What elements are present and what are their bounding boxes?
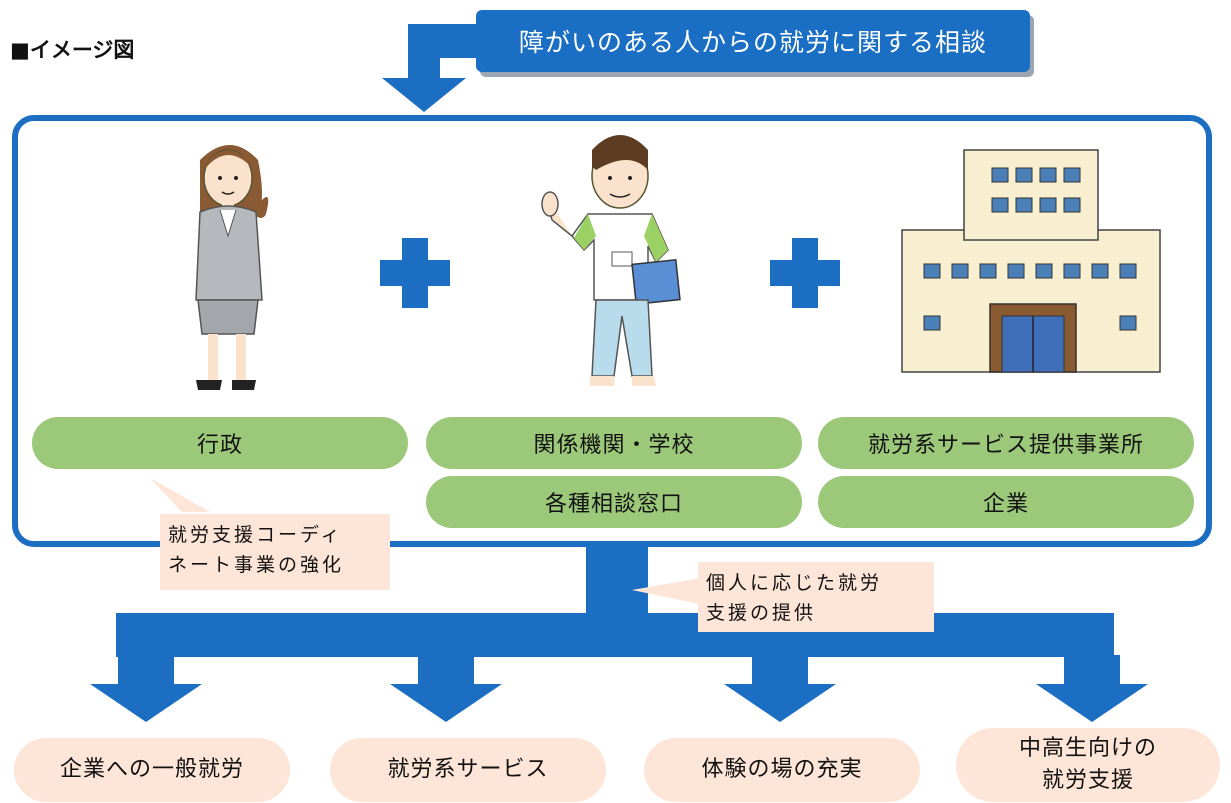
outcome-youth-support: 中高生向けの 就労支援: [956, 728, 1220, 802]
note-individual-support: 個人に応じた就労 支援の提供: [698, 562, 934, 632]
stem-connector: [586, 547, 648, 613]
page-heading: ■イメージ図: [10, 38, 135, 62]
note-tail-coordinator: [150, 478, 210, 512]
note-line: 支援の提供: [706, 602, 817, 624]
box-related-agencies: 関係機関・学校: [426, 417, 802, 469]
box-consultation-desks: 各種相談窓口: [426, 476, 802, 528]
down-arrow-3: [724, 655, 836, 722]
note-line: 就労支援コーディ: [168, 524, 343, 546]
outcome-general-employment: 企業への一般就労: [14, 738, 290, 802]
down-arrow-2: [390, 655, 502, 722]
building-illustration: [901, 149, 1161, 373]
box-service-providers: 就労系サービス提供事業所: [818, 417, 1194, 469]
outcome-experience-opportunities: 体験の場の充実: [644, 738, 920, 802]
consultation-banner: 障がいのある人からの就労に関する相談: [476, 10, 1030, 72]
note-tail-individual: [632, 578, 700, 604]
staff-member-illustration: [541, 135, 681, 386]
outcome-line: 就労支援: [1041, 768, 1134, 793]
note-coordinator-program: 就労支援コーディ ネート事業の強化: [160, 514, 390, 590]
box-companies: 企業: [818, 476, 1194, 528]
plus-icon: [770, 238, 840, 308]
entry-arrow: [382, 24, 484, 112]
down-arrow-4: [1036, 655, 1148, 722]
plus-icon: [380, 238, 450, 308]
down-arrow-1: [90, 655, 202, 722]
note-line: 個人に応じた就労: [706, 572, 883, 594]
outcome-line: 中高生向けの: [1018, 736, 1157, 761]
distribution-bar: [116, 613, 1114, 657]
note-line: ネート事業の強化: [168, 554, 345, 576]
outcome-employment-services: 就労系サービス: [330, 738, 606, 802]
government-official-illustration: [195, 145, 269, 390]
box-government: 行政: [32, 417, 408, 469]
